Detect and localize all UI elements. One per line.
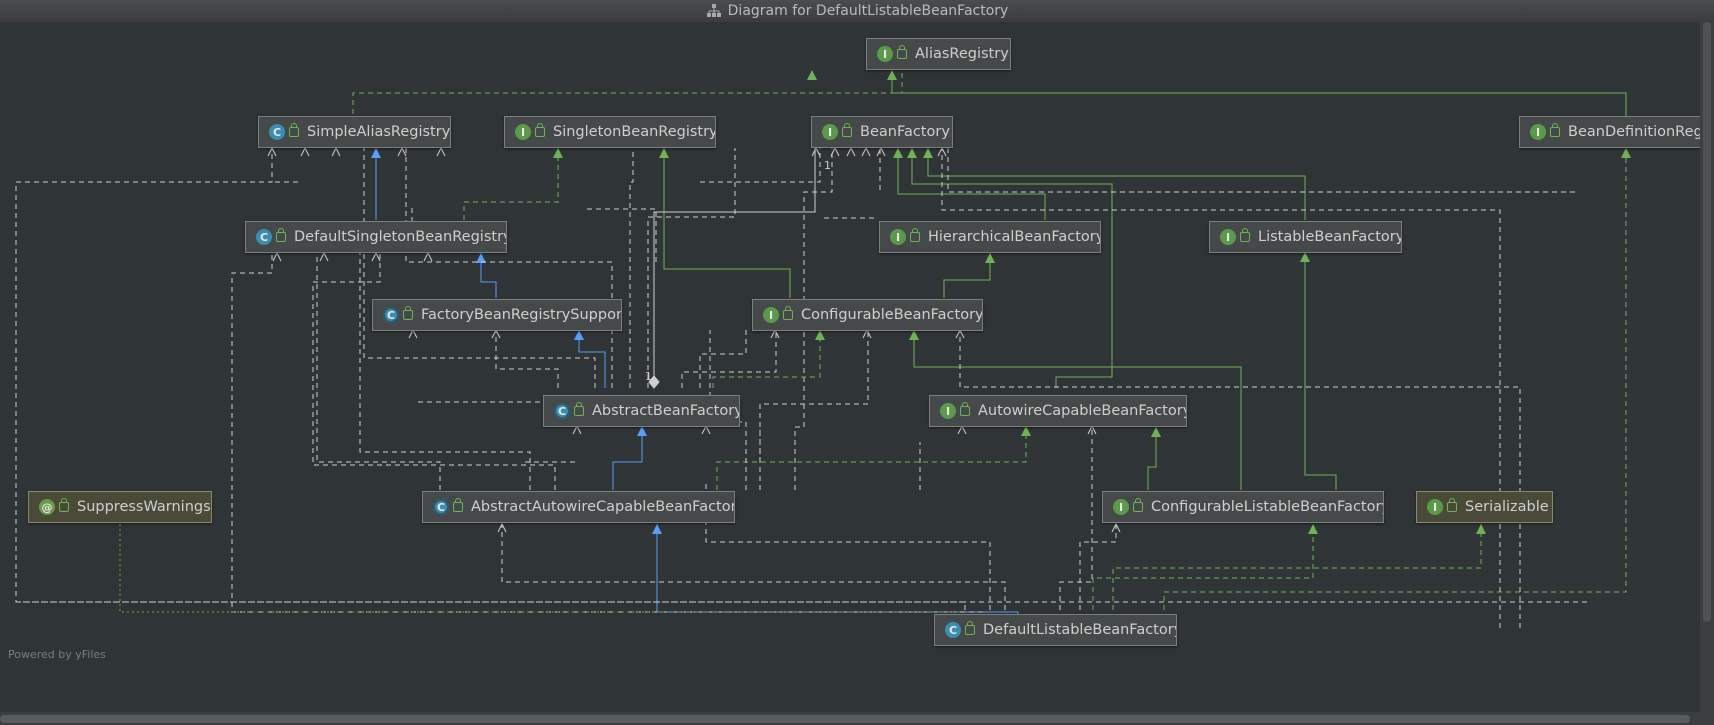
node-label: ConfigurableListableBeanFactory	[1151, 499, 1384, 515]
public-lock-icon	[403, 306, 413, 320]
node-label: BeanFactory	[860, 124, 950, 140]
node-label: HierarchicalBeanFactory	[928, 229, 1101, 245]
node-label: BeanDefinitionReg	[1568, 124, 1701, 140]
node-label: SimpleAliasRegistry	[307, 124, 451, 140]
node-alias-registry[interactable]: I AliasRegistry	[866, 38, 1011, 70]
interface-icon: I	[1427, 499, 1443, 515]
public-lock-icon	[1133, 498, 1143, 512]
interface-icon: I	[763, 307, 779, 323]
public-lock-icon	[897, 45, 907, 59]
diagram-canvas[interactable]: 1 1 I AliasRegistry C SimpleAliasRegistr…	[0, 22, 1714, 712]
public-lock-icon	[910, 228, 920, 242]
interface-icon: I	[515, 124, 531, 140]
public-lock-icon	[842, 123, 852, 137]
node-listable-bean-factory[interactable]: I ListableBeanFactory	[1209, 221, 1402, 253]
node-abstract-autowire-capable-bean-factory[interactable]: C AbstractAutowireCapableBeanFactory	[422, 491, 735, 523]
interface-icon: I	[1530, 124, 1546, 140]
node-simple-alias-registry[interactable]: C SimpleAliasRegistry	[258, 116, 451, 148]
node-bean-definition-registry[interactable]: I BeanDefinitionReg	[1519, 116, 1701, 148]
public-lock-icon	[1447, 498, 1457, 512]
node-label: SuppressWarnings	[77, 499, 211, 515]
node-autowire-capable-bean-factory[interactable]: I AutowireCapableBeanFactory	[929, 395, 1187, 427]
public-lock-icon	[965, 621, 975, 635]
node-suppress-warnings[interactable]: @ SuppressWarnings	[28, 491, 212, 523]
node-factory-bean-registry-support[interactable]: C FactoryBeanRegistrySupport	[372, 299, 622, 331]
node-label: AliasRegistry	[915, 46, 1009, 62]
node-label: FactoryBeanRegistrySupport	[421, 307, 622, 323]
class-icon: C	[256, 229, 272, 245]
node-label: DefaultListableBeanFactory	[983, 622, 1177, 638]
abstract-class-icon: C	[433, 499, 449, 515]
interface-icon: I	[1220, 229, 1236, 245]
public-lock-icon	[960, 402, 970, 416]
public-lock-icon	[276, 228, 286, 242]
window-titlebar: Diagram for DefaultListableBeanFactory	[0, 0, 1714, 23]
vertical-scrollbar-thumb[interactable]	[1703, 22, 1711, 622]
interface-icon: I	[1113, 499, 1129, 515]
node-singleton-bean-registry[interactable]: I SingletonBeanRegistry	[504, 116, 716, 148]
annotation-icon: @	[39, 499, 55, 515]
interface-icon: I	[822, 124, 838, 140]
public-lock-icon	[453, 498, 463, 512]
node-label: AutowireCapableBeanFactory	[978, 403, 1187, 419]
class-icon: C	[269, 124, 285, 140]
public-lock-icon	[535, 123, 545, 137]
public-lock-icon	[289, 123, 299, 137]
abstract-class-icon: C	[554, 403, 570, 419]
public-lock-icon	[1240, 228, 1250, 242]
node-serializable[interactable]: I Serializable	[1416, 491, 1553, 523]
node-label: SingletonBeanRegistry	[553, 124, 716, 140]
node-label: AbstractBeanFactory	[592, 403, 740, 419]
horizontal-scrollbar[interactable]	[0, 712, 1714, 725]
interface-icon: I	[877, 46, 893, 62]
node-label: Serializable	[1465, 499, 1549, 515]
node-default-listable-bean-factory[interactable]: C DefaultListableBeanFactory	[934, 614, 1177, 646]
node-bean-factory[interactable]: I BeanFactory	[811, 116, 953, 148]
node-hierarchical-bean-factory[interactable]: I HierarchicalBeanFactory	[879, 221, 1101, 253]
public-lock-icon	[1550, 123, 1560, 137]
window-title: Diagram for DefaultListableBeanFactory	[727, 3, 1009, 19]
node-label: ListableBeanFactory	[1258, 229, 1402, 245]
horizontal-scrollbar-thumb[interactable]	[0, 715, 1690, 723]
diagram-edges: 1 1	[15, 70, 1631, 628]
interface-icon: I	[890, 229, 906, 245]
node-label: AbstractAutowireCapableBeanFactory	[471, 499, 735, 515]
interface-icon: I	[940, 403, 956, 419]
node-label: DefaultSingletonBeanRegistry	[294, 229, 507, 245]
abstract-class-icon: C	[383, 307, 399, 323]
multiplicity-label: 1	[645, 370, 652, 383]
powered-by-footer: Powered by yFiles	[8, 648, 106, 661]
vertical-scrollbar[interactable]	[1700, 22, 1714, 712]
public-lock-icon	[574, 402, 584, 416]
node-configurable-listable-bean-factory[interactable]: I ConfigurableListableBeanFactory	[1102, 491, 1384, 523]
node-abstract-bean-factory[interactable]: C AbstractBeanFactory	[543, 395, 740, 427]
class-icon: C	[945, 622, 961, 638]
public-lock-icon	[59, 498, 69, 512]
public-lock-icon	[783, 306, 793, 320]
node-configurable-bean-factory[interactable]: I ConfigurableBeanFactory	[752, 299, 983, 331]
multiplicity-label: 1	[824, 159, 831, 172]
node-default-singleton-bean-registry[interactable]: C DefaultSingletonBeanRegistry	[245, 221, 507, 253]
hierarchy-icon	[706, 4, 721, 17]
node-label: ConfigurableBeanFactory	[801, 307, 983, 323]
